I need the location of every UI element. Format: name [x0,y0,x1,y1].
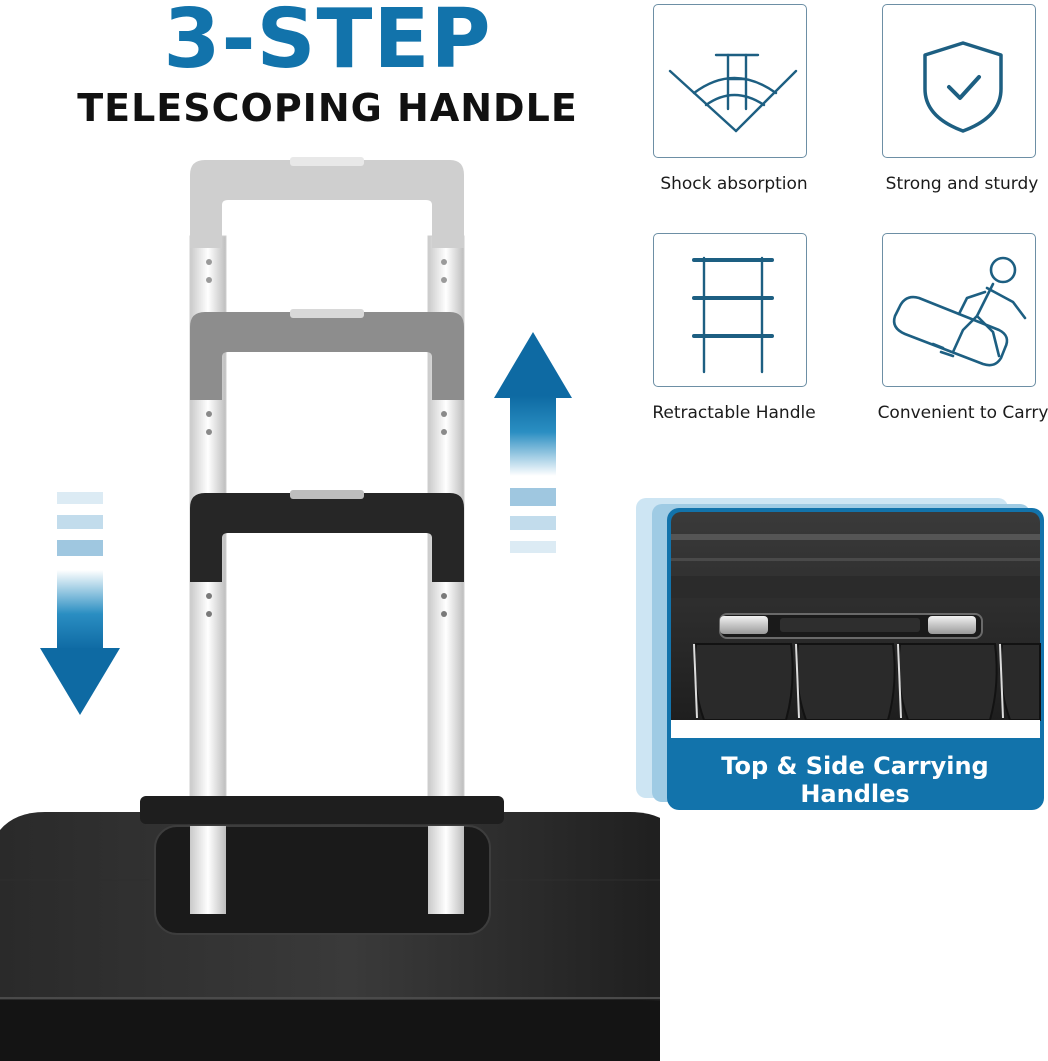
feature-label-retractable-handle: Retractable Handle [652,403,816,423]
carry-handle-photo [671,512,1041,738]
subheadline: TELESCOPING HANDLE [77,86,578,130]
carry-person-icon [892,256,1027,367]
feature-label-strong-sturdy: Strong and sturdy [885,174,1039,194]
feature-retractable-handle [653,233,807,387]
retractable-handle-icon [692,256,774,374]
shield-check-icon [923,41,1003,133]
feature-strong-sturdy [882,4,1036,158]
headline: 3-STEP [163,0,492,87]
feature-convenient-carry [882,233,1036,387]
luggage-illustration [0,157,660,1061]
carry-handle-panel [636,498,1044,810]
feature-label-convenient-carry: Convenient to Carry [877,403,1048,423]
feature-shock-absorption [653,4,807,158]
arrow-down-icon [40,492,120,715]
carry-panel-caption: Top & Side Carrying Handles [721,752,989,808]
arrow-up-icon [494,332,572,553]
shock-absorption-icon [668,53,798,133]
feature-label-shock-absorption: Shock absorption [660,174,808,194]
